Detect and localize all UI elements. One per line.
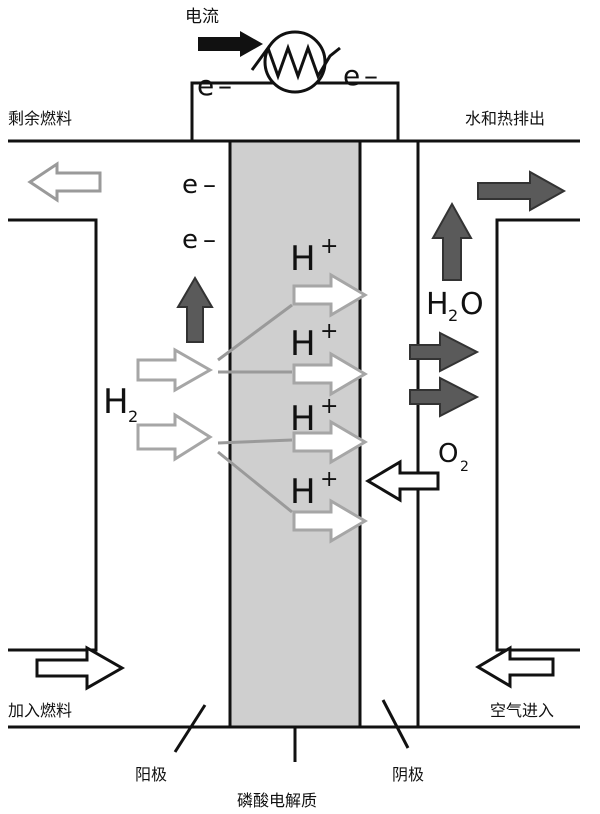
fuel-channel-wall <box>8 218 98 652</box>
electron-symbol: e <box>182 225 198 255</box>
proton-symbol: H <box>290 472 316 512</box>
proton-charge: + <box>320 319 338 344</box>
water-subscript: 2 <box>448 306 458 325</box>
hydrogen-in-arrow-icon <box>136 412 213 462</box>
water-h-symbol: H <box>426 287 449 322</box>
proton-arrow-icon <box>292 351 368 397</box>
hydrogen-subscript: 2 <box>128 407 138 426</box>
electron-up-arrow-icon <box>176 276 214 343</box>
current-label: 电流 <box>185 7 219 27</box>
anode-label: 阳极 <box>135 765 167 784</box>
cathode-leader-line <box>381 699 410 749</box>
electron-label-anode-2: e – <box>182 225 216 255</box>
air-in-label: 空气进入 <box>490 701 554 720</box>
water-label: H 2 O <box>426 287 484 325</box>
oxygen-label: O 2 <box>438 439 469 475</box>
hydrogen-label: H 2 <box>103 382 138 426</box>
water-up-arrow-icon <box>431 201 473 281</box>
proton-label-1: H + <box>290 234 338 279</box>
reaction-line <box>217 450 293 514</box>
water-o-symbol: O <box>460 287 484 322</box>
electron-label-left: e – <box>197 69 232 102</box>
electron-label-anode-1: e – <box>182 170 216 200</box>
add-fuel-arrow-icon <box>35 645 126 691</box>
current-arrow-icon <box>198 31 263 57</box>
leftover-fuel-label: 剩余燃料 <box>8 109 72 128</box>
proton-arrow-icon <box>292 498 368 544</box>
proton-symbol: H <box>290 239 316 279</box>
hydrogen-in-arrow-icon <box>136 347 214 393</box>
cell-frame <box>8 81 580 762</box>
air-in-arrow-icon <box>475 645 555 689</box>
leftover-fuel-arrow-icon <box>27 161 102 203</box>
water-out-arrow-icon <box>409 376 480 418</box>
electron-symbol: e <box>197 69 214 102</box>
proton-symbol: H <box>290 324 316 364</box>
electron-charge: – <box>364 59 378 92</box>
electron-symbol: e <box>182 170 198 200</box>
electrolyte-label: 磷酸电解质 <box>237 791 317 810</box>
load-resistor-icon <box>250 30 341 94</box>
hydrogen-symbol: H <box>103 382 129 422</box>
reaction-lines <box>217 303 293 514</box>
proton-arrow-icon <box>292 419 368 465</box>
electron-symbol: e <box>343 59 360 92</box>
cathode-label: 阴极 <box>392 765 424 784</box>
oxygen-symbol: O <box>438 439 458 469</box>
resistor-zigzag <box>250 43 341 81</box>
oxygen-subscript: 2 <box>460 459 469 475</box>
electron-charge: – <box>203 170 216 200</box>
reaction-line <box>217 303 293 362</box>
proton-charge: + <box>320 394 338 419</box>
electron-label-right: e – <box>343 59 378 92</box>
proton-charge: + <box>320 467 338 492</box>
electron-charge: – <box>218 69 232 102</box>
reaction-line <box>217 438 293 445</box>
oxygen-in-arrow-icon <box>365 459 440 503</box>
air-channel-wall <box>495 218 580 652</box>
proton-charge: + <box>320 234 338 259</box>
proton-label-4: H + <box>290 467 338 512</box>
water-heat-out-label: 水和热排出 <box>465 109 545 128</box>
water-heat-out-arrow-icon <box>477 170 567 212</box>
water-out-arrow-icon <box>409 331 480 373</box>
add-fuel-label: 加入燃料 <box>8 701 72 720</box>
proton-label-2: H + <box>290 319 338 364</box>
electron-charge: – <box>203 225 216 255</box>
anode-leader-line <box>173 704 207 753</box>
proton-arrow-icon <box>292 272 368 318</box>
